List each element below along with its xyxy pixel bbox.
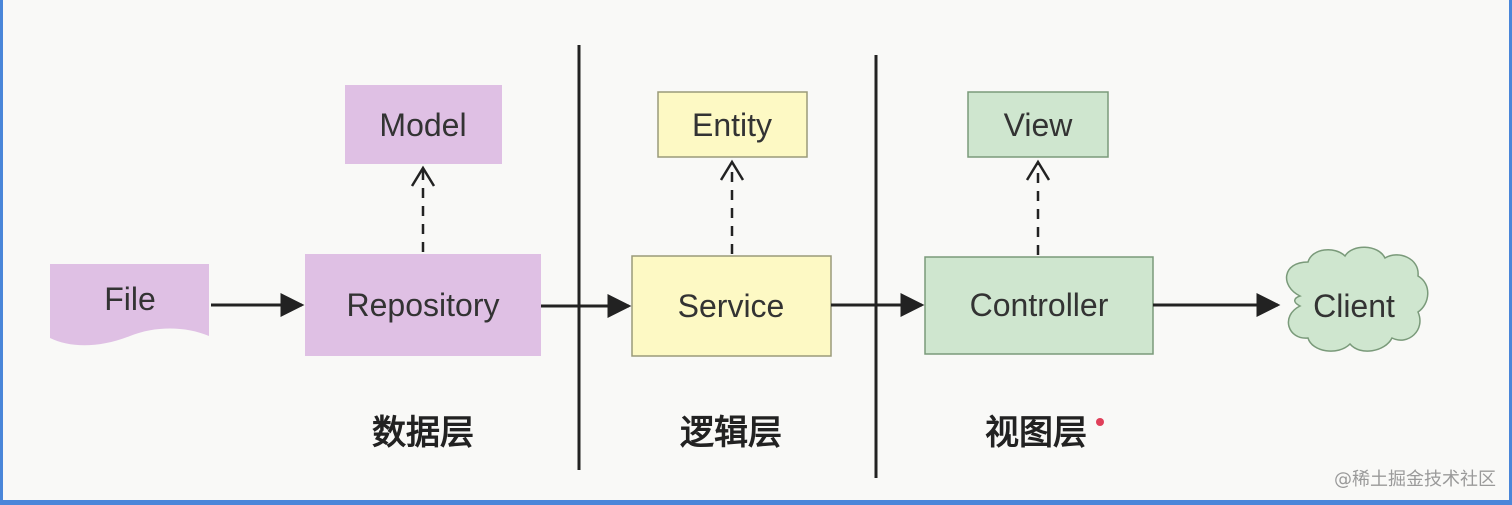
node-view-label: View [1004,107,1074,143]
node-controller: Controller [924,256,1154,355]
layer-label-data: 数据层 [372,413,474,453]
watermark-text: @稀土掘金技术社区 [1334,469,1496,490]
node-view: View [967,91,1109,158]
layer-label-logic: 逻辑层 [680,413,782,453]
layer-label-view: 视图层 [985,413,1087,453]
node-client-cloud: Client [1285,246,1429,352]
arrow-repository-to-model [410,165,436,252]
node-service: Service [631,255,832,357]
node-service-label: Service [678,288,785,324]
node-controller-label: Controller [970,287,1109,323]
node-entity: Entity [657,91,808,158]
arrow-service-to-entity [719,159,745,254]
node-client-label: Client [1313,288,1395,324]
node-file-label: File [104,281,156,317]
node-repository: Repository [305,254,541,356]
node-model-label: Model [379,107,466,143]
arrow-controller-to-view [1025,159,1051,255]
node-repository-label: Repository [347,287,500,323]
node-entity-label: Entity [692,107,772,143]
node-model: Model [345,85,502,164]
node-file: File [50,264,209,346]
red-dot-marker [1096,418,1104,426]
